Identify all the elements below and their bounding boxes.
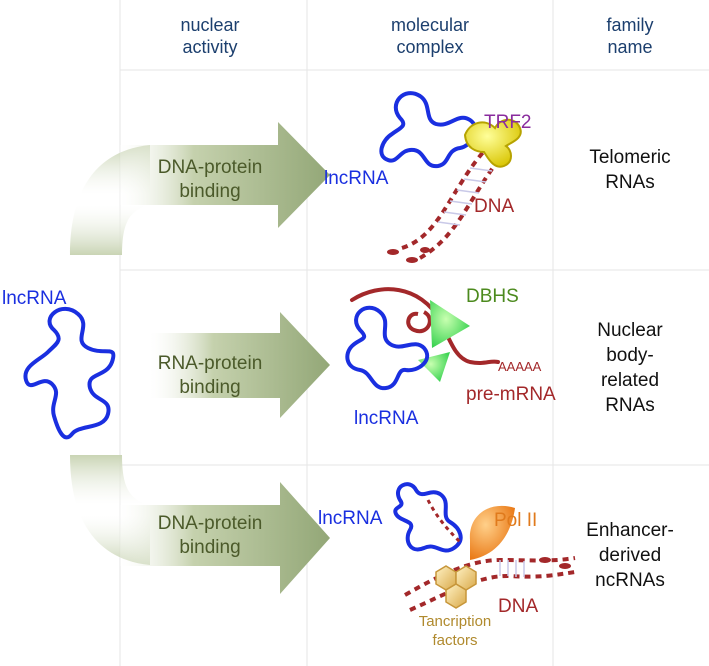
- row3-family-name: Enhancer- derived ncRNAs: [586, 520, 674, 591]
- row1-dna-label: DNA: [474, 196, 515, 217]
- row3-dna-helix: [404, 556, 576, 612]
- row3-pol-ii-label: Pol II: [494, 510, 538, 531]
- row1-lncrna-squiggle: [379, 91, 478, 169]
- row3-dna-label: DNA: [498, 596, 539, 617]
- row2-dbhs-label: DBHS: [466, 286, 519, 307]
- row3-lncrna-label: lncRNA: [318, 508, 383, 529]
- row1-complex: [379, 91, 522, 263]
- header-molecular-complex: molecular complex: [390, 15, 470, 57]
- branch-arrows: [70, 122, 330, 594]
- source-lncrna-label: lncRNA: [2, 288, 67, 309]
- arrow-row-3: [120, 482, 330, 594]
- row1-trf2-label: TRF2: [484, 112, 532, 133]
- source-lncrna-squiggle: [23, 306, 116, 440]
- trf2-protein: [463, 118, 522, 168]
- row3-activity-label: DNA-protein binding: [157, 513, 263, 558]
- arrow-row-1: [120, 122, 330, 228]
- header-family-name: family name: [606, 15, 654, 57]
- row2-lncrna-squiggle: [345, 305, 430, 391]
- row1-lncrna-label: lncRNA: [324, 168, 389, 189]
- arrow-row-2: [150, 312, 330, 418]
- row2-activity-label: RNA-protein binding: [157, 353, 263, 398]
- row3-tf-label: Tancription factors: [418, 613, 492, 649]
- row2-lncrna-label: lncRNA: [354, 408, 419, 429]
- row3-complex: [393, 482, 576, 612]
- row1-dna-helix: [387, 148, 502, 263]
- row3-rna-tail: [426, 499, 464, 546]
- pol-ii-protein: [469, 505, 515, 560]
- row2-polya-label: AAAAA: [498, 359, 542, 374]
- row2-family-name: Nuclear body- related RNAs: [597, 320, 663, 416]
- transcription-factors: [435, 565, 477, 609]
- row2-premrna-label: pre-mRNA: [466, 384, 556, 405]
- row2-premrna-loop: [406, 310, 432, 334]
- row2-complex: [345, 287, 500, 391]
- header-nuclear-activity: nuclear activity: [180, 15, 240, 57]
- row1-activity-label: DNA-protein binding: [157, 157, 263, 202]
- row3-lncrna-squiggle: [393, 482, 463, 553]
- dbhs-protein-a: [430, 300, 470, 348]
- row1-family-name: Telomeric RNAs: [589, 147, 671, 193]
